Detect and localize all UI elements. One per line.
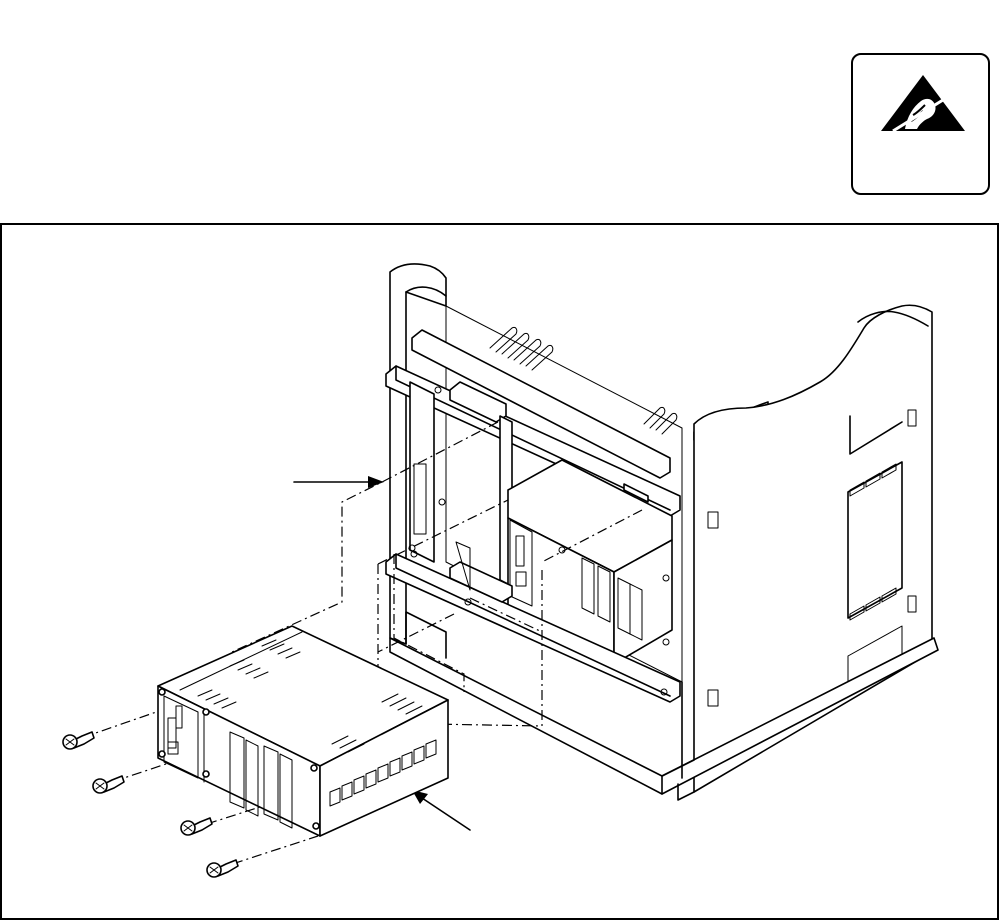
esd-warning-triangle-icon: [853, 55, 992, 197]
screw-icon: [63, 732, 94, 749]
esd-warning-symbol: [851, 53, 990, 195]
screw-icon: [207, 860, 238, 877]
installation-diagram: [2, 225, 997, 918]
shelf-chassis: [386, 264, 938, 800]
callout-arrow-unit: [422, 798, 470, 830]
screw-icon: [181, 818, 212, 835]
diagram-frame: [0, 223, 999, 920]
screw-icon: [93, 776, 124, 793]
